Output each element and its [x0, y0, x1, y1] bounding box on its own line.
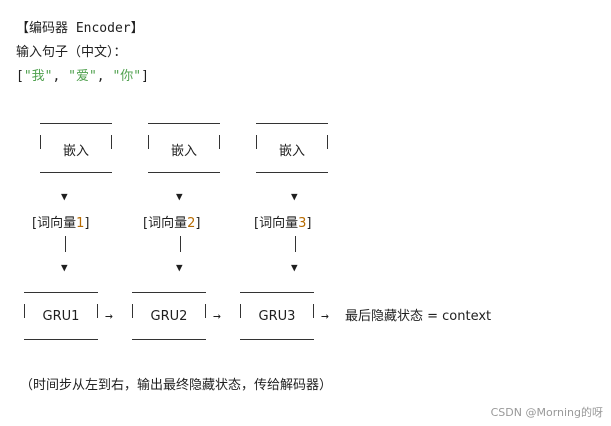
embed-box-label: 嵌入 — [170, 144, 197, 159]
final-hidden-state-label: 最后隐藏状态 = context — [345, 309, 492, 324]
connector-line — [295, 236, 296, 252]
arrow-down-icon: ▼ — [176, 190, 183, 203]
arrow-down-icon: ▼ — [61, 190, 68, 203]
arrow-down-icon: ▼ — [176, 261, 183, 274]
embed-box-1: 嵌入 — [40, 123, 112, 173]
connector-line — [180, 236, 181, 252]
word-vector-3: [词向量3] — [254, 216, 312, 231]
arrow-down-icon: ▼ — [61, 261, 68, 274]
token-list-open: [ — [16, 69, 24, 84]
word-vector-1: [词向量1] — [32, 216, 90, 231]
embed-box-label: 嵌入 — [62, 144, 89, 159]
embed-box-label: 嵌入 — [278, 144, 305, 159]
token-sep-1: , — [52, 69, 69, 84]
gru-box-label: GRU2 — [150, 309, 188, 324]
gru-box-label: GRU3 — [258, 309, 296, 324]
token-list: ["我", "爱", "你"] — [16, 68, 149, 86]
right-arrow-icon: → — [213, 309, 221, 324]
embed-box-2: 嵌入 — [148, 123, 220, 173]
right-arrow-icon: → — [105, 309, 113, 324]
arrow-down-icon: ▼ — [291, 190, 298, 203]
word-vector-2: [词向量2] — [143, 216, 201, 231]
gru-box-label: GRU1 — [42, 309, 80, 324]
gru-box-2: GRU2 — [132, 292, 206, 340]
gru-box-3: GRU3 — [240, 292, 314, 340]
token-2: "爱" — [68, 69, 97, 84]
right-arrow-icon: → — [321, 309, 329, 324]
input-label: 输入句子（中文）： — [16, 45, 127, 60]
gru-box-1: GRU1 — [24, 292, 98, 340]
connector-line — [65, 236, 66, 252]
arrow-down-icon: ▼ — [291, 261, 298, 274]
footer-note: （时间步从左到右，输出最终隐藏状态，传给解码器） — [20, 378, 333, 393]
token-3: "你" — [112, 69, 142, 84]
token-1: "我" — [23, 69, 53, 84]
token-list-close: ] — [141, 69, 149, 84]
embed-box-3: 嵌入 — [256, 123, 328, 173]
token-sep-2: , — [96, 69, 113, 84]
watermark: CSDN @Morning的呀 — [490, 406, 603, 419]
section-title: 【编码器 Encoder】 — [16, 21, 144, 36]
